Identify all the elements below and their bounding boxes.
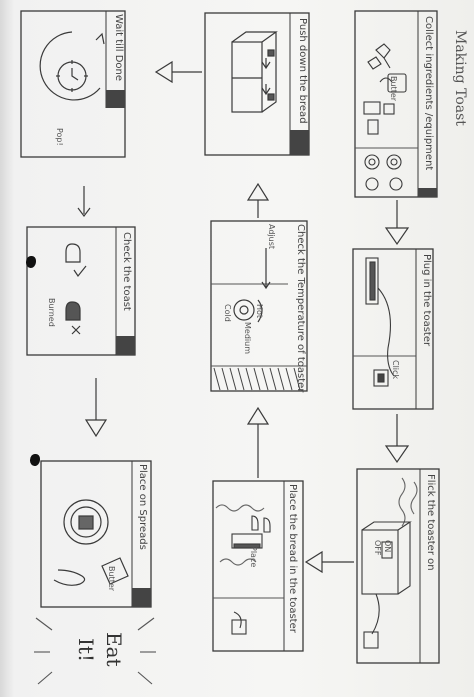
panel-push-down: Push down the bread	[204, 12, 310, 156]
clock-timer-icon	[39, 31, 105, 101]
panel-check-toast: Burned Check the toast	[26, 226, 136, 356]
arrow-left-icon	[154, 60, 173, 84]
sunburst-icon	[34, 617, 156, 685]
panel-frame	[212, 480, 304, 652]
panel-frame	[210, 220, 308, 392]
panel-place-bread: Place Place the bread in the toaster	[212, 480, 304, 652]
panel-frame	[356, 468, 440, 664]
spread-plate-icon	[53, 499, 129, 586]
arrow-up-icon	[246, 406, 270, 425]
panel-frame	[204, 12, 310, 156]
panel-place-spreads: Butter Place on Spreads	[40, 460, 152, 608]
toaster-push-icon	[231, 31, 278, 113]
panel-plug-in: Click Plug in the toaster	[352, 248, 434, 410]
temperature-dial-icon	[233, 248, 271, 323]
ingredients-drawing-icon	[363, 43, 407, 191]
arrow-down-icon	[77, 186, 91, 217]
ending-eat-it: Eat It!	[30, 612, 160, 692]
arrow-down-icon	[384, 445, 410, 464]
panel-frame	[26, 226, 136, 356]
punch-hole	[30, 454, 40, 466]
panel-frame	[354, 10, 438, 198]
arrow-down-icon	[384, 227, 410, 246]
punch-hole	[26, 256, 36, 268]
panel-frame	[352, 248, 434, 410]
toaster-plug-icon	[365, 257, 395, 387]
arrow-left-icon	[304, 550, 323, 574]
panel-frame	[20, 10, 126, 158]
arrow-down-icon	[84, 419, 108, 438]
toast-check-icon	[65, 243, 87, 335]
bread-toaster-icon	[215, 504, 271, 635]
panel-wait-till-done: Pop! Wait till Done	[20, 10, 126, 158]
toaster-switch-icon	[361, 477, 418, 649]
panel-check-temperature: Adjust Hot Medium Cold Check the Tempera…	[210, 220, 308, 392]
arrow-up-icon	[246, 182, 270, 201]
panel-frame	[40, 460, 152, 608]
panel-collect-ingredients: Butter Collect ingredients /equipment	[354, 10, 438, 198]
panel-flick-on: ON OFF Flick the toaster on	[356, 468, 440, 664]
